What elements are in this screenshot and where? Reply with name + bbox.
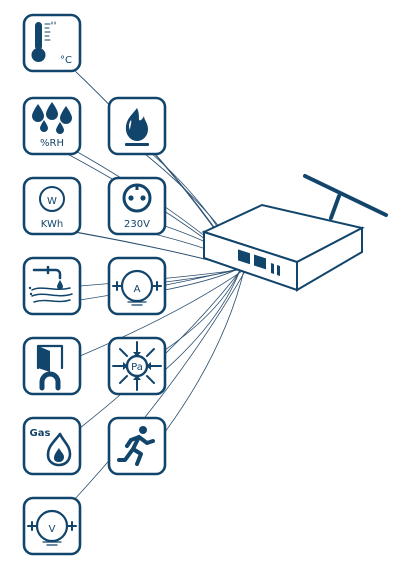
wire-11	[79, 269, 242, 287]
water-drops-icon	[32, 102, 72, 134]
current-symbol-label: A	[134, 284, 141, 295]
voltmeter-symbol-label: V	[49, 524, 56, 535]
energy-meter-icon	[39, 186, 65, 212]
ammeter-icon	[112, 269, 162, 306]
energy-unit-label: KWh	[41, 219, 63, 230]
fire-sensor-tile	[107, 96, 167, 156]
energy-symbol-label: W	[47, 196, 57, 207]
wire-13	[164, 266, 245, 283]
pressure-icon	[112, 341, 162, 391]
temperature-sensor-tile: °C	[22, 13, 82, 73]
voltmeter-icon	[27, 509, 77, 546]
current-sensor-tile: A	[107, 256, 167, 316]
pressure-symbol-label: Pa	[131, 362, 143, 373]
door-sensor-tile	[22, 336, 82, 396]
humidity-sensor-tile: %RH	[22, 96, 82, 156]
gas-symbol-label: Gas	[30, 428, 51, 439]
running-person-icon	[117, 426, 155, 466]
wire-15	[164, 269, 241, 351]
gas-sensor-tile: Gas	[22, 416, 82, 476]
wire-18	[164, 268, 245, 433]
water-leak-icon	[28, 265, 73, 303]
wire-17	[79, 266, 244, 429]
flame-icon	[125, 108, 149, 146]
thermometer-icon	[31, 21, 56, 62]
wire-14	[79, 268, 247, 357]
wire-16	[164, 265, 242, 371]
gas-flame-icon	[46, 432, 72, 467]
socket-unit-label: 230V	[124, 219, 150, 230]
temperature-unit-label: °C	[60, 55, 72, 66]
door-magnet-icon	[36, 344, 64, 391]
power-socket-tile: 230V	[107, 176, 167, 236]
router-icon	[201, 174, 388, 292]
water-leak-tile	[22, 256, 82, 316]
energy-meter-tile: W KWh	[22, 176, 82, 236]
voltmeter-tile: V	[22, 496, 82, 556]
humidity-unit-label: %RH	[40, 138, 64, 149]
pressure-sensor-tile: Pa	[107, 336, 167, 396]
motion-sensor-tile	[107, 416, 167, 476]
wire-19	[73, 269, 247, 501]
power-socket-icon	[122, 183, 152, 213]
